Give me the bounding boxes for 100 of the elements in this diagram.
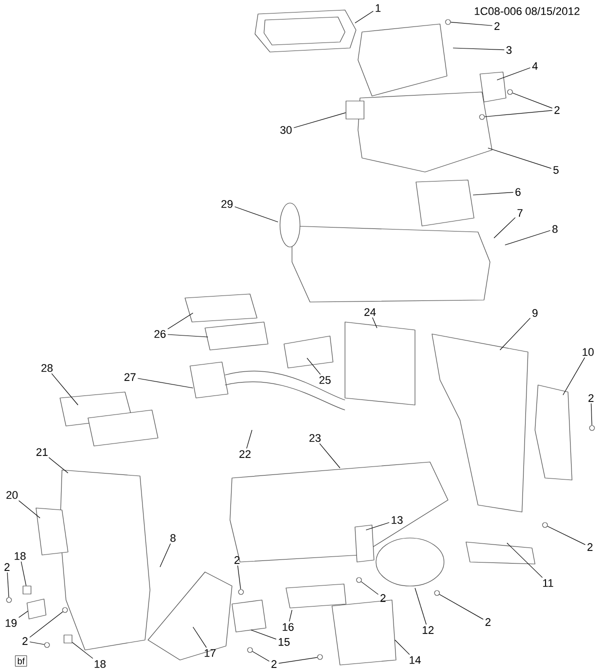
drawing-code: 1C08-006 08/15/2012 xyxy=(474,6,580,16)
leader-line xyxy=(234,206,278,222)
callout-number: 1 xyxy=(376,4,380,12)
screw xyxy=(6,597,12,603)
leader-line xyxy=(18,610,28,618)
screw xyxy=(356,577,362,583)
leader-line xyxy=(278,657,318,664)
leader-line xyxy=(167,312,194,330)
leader-line xyxy=(494,217,516,238)
screw xyxy=(445,19,451,25)
callout-number: 2 xyxy=(4,563,10,571)
block-part xyxy=(346,100,364,120)
callout-number: 2 xyxy=(494,22,500,30)
leader-line xyxy=(562,357,586,396)
callout-number: 11 xyxy=(543,579,554,587)
leader-line xyxy=(439,594,484,620)
callout-number: 23 xyxy=(309,434,321,442)
leader-line xyxy=(29,611,64,638)
leader-line xyxy=(488,148,552,169)
callout-number: 17 xyxy=(204,649,216,657)
callout-number: 13 xyxy=(392,516,403,524)
callout-number: 24 xyxy=(364,308,376,316)
callout-number: 25 xyxy=(319,376,331,384)
leader-line xyxy=(51,373,78,406)
leader-line xyxy=(450,22,493,26)
leader-line xyxy=(496,67,531,80)
callout-number: 30 xyxy=(280,126,292,134)
callout-number: 10 xyxy=(582,348,594,356)
screw xyxy=(542,522,548,528)
callout-number: 27 xyxy=(124,373,136,381)
callout-number: 3 xyxy=(506,46,512,54)
leader-line xyxy=(246,430,252,449)
leader-line xyxy=(167,334,208,338)
block-part xyxy=(64,634,72,644)
leader-line xyxy=(484,110,553,118)
leader-line xyxy=(18,500,40,518)
callout-number: 18 xyxy=(14,552,26,560)
leader-line xyxy=(590,403,592,426)
leader-line xyxy=(452,48,505,50)
callout-number: 2 xyxy=(554,106,560,114)
callout-number: 8 xyxy=(552,225,558,233)
callout-number: 2 xyxy=(486,618,490,626)
screw xyxy=(507,89,513,95)
callout-number: 21 xyxy=(36,448,48,456)
leader-line xyxy=(48,457,68,474)
callout-number: 2 xyxy=(22,637,28,645)
leader-line xyxy=(360,581,379,595)
screw xyxy=(434,590,440,596)
callout-number: 12 xyxy=(422,626,434,634)
leader-line xyxy=(354,10,374,24)
leader-line xyxy=(512,92,553,108)
callout-number: 19 xyxy=(6,619,17,627)
callout-number: 15 xyxy=(278,638,290,646)
leader-line xyxy=(547,526,586,545)
callout-number: 28 xyxy=(41,364,53,372)
callout-number: 26 xyxy=(154,330,166,338)
callout-number: 9 xyxy=(532,309,538,317)
screw xyxy=(44,642,50,648)
callout-number: 2 xyxy=(272,660,276,668)
screw xyxy=(247,647,253,653)
leader-line xyxy=(394,640,410,655)
callout-number: 29 xyxy=(221,200,233,208)
leader-line xyxy=(319,443,340,468)
callout-number: 6 xyxy=(516,188,521,196)
callout-number: 7 xyxy=(518,209,522,217)
leader-line xyxy=(289,610,292,622)
leader-line xyxy=(7,572,10,598)
leader-line xyxy=(252,651,270,662)
callout-number: 8 xyxy=(170,534,176,542)
leader-line xyxy=(192,626,207,648)
leader-line xyxy=(294,112,346,128)
leader-line xyxy=(472,192,514,196)
leader-line xyxy=(72,642,94,659)
screw xyxy=(479,114,485,120)
callout-number: 4 xyxy=(532,62,538,70)
screw xyxy=(238,589,244,595)
block-part xyxy=(22,586,32,594)
callout-number: 5 xyxy=(553,166,559,174)
screw xyxy=(62,607,68,613)
callout-number: 2 xyxy=(234,556,240,564)
callout-number: 22 xyxy=(239,450,251,458)
leader-line xyxy=(366,522,390,530)
leader-line xyxy=(20,561,26,586)
leader-line xyxy=(250,630,276,640)
callout-number: 2 xyxy=(380,594,386,602)
screw xyxy=(317,654,323,660)
callout-number: 18 xyxy=(94,660,106,668)
leader-line xyxy=(137,378,194,388)
callout-number: 2 xyxy=(588,543,592,551)
leader-line xyxy=(372,317,378,328)
callout-number: 20 xyxy=(6,491,18,499)
callout-number: 16 xyxy=(282,623,294,631)
revision-box: bf xyxy=(15,656,27,666)
leader-line xyxy=(500,318,531,350)
leader-line xyxy=(160,543,171,568)
leader-line xyxy=(414,588,427,625)
screw xyxy=(589,425,595,431)
callout-number: 14 xyxy=(410,656,421,664)
leader-line xyxy=(237,565,241,590)
leader-line xyxy=(29,642,45,645)
